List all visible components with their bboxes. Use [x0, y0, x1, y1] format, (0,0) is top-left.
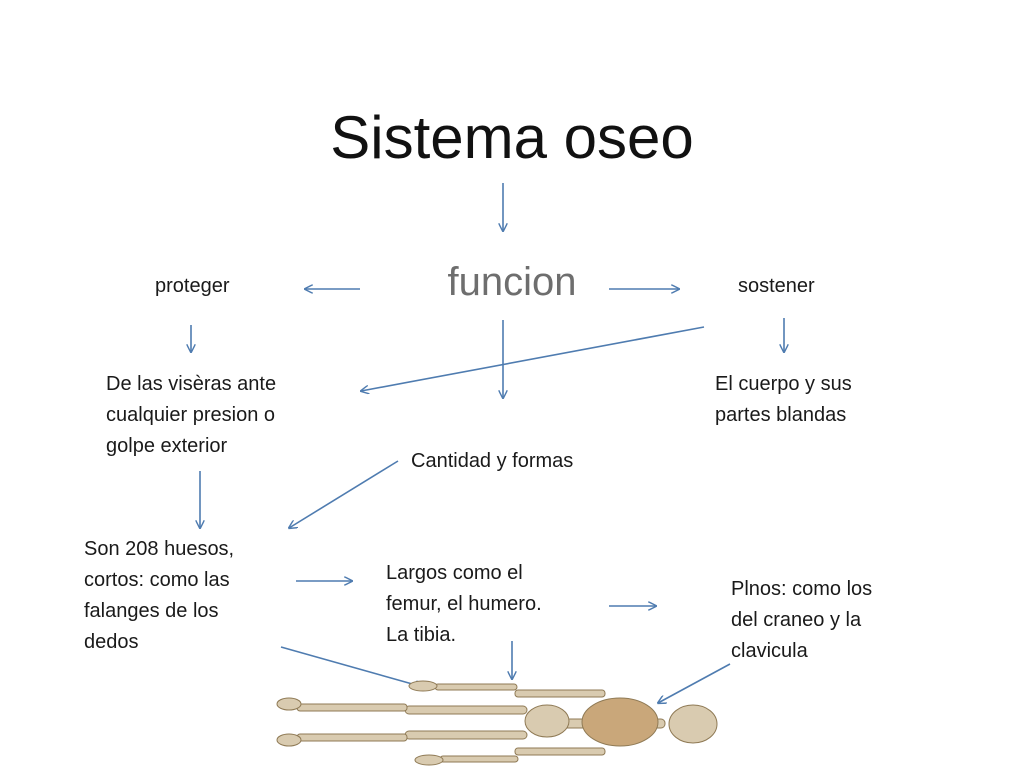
- node-largos: Largos como el femur, el humero. La tibi…: [386, 562, 542, 646]
- arrow-sostener-to-viseras: [361, 326, 705, 391]
- skeleton-upper-arm-top: [514, 689, 606, 698]
- node-cantidad: Cantidad y formas: [411, 450, 574, 472]
- skeleton-skull: [668, 704, 718, 744]
- skeleton-foot-top: [276, 697, 302, 711]
- skeleton-femur-bottom: [404, 730, 528, 740]
- skeleton-forearm-top: [434, 683, 518, 691]
- arrow-cantidad-to-huesos: [289, 460, 399, 528]
- skeleton-forearm-bottom: [439, 755, 519, 763]
- node-cuerpo: El cuerpo y sus partes blandas: [715, 373, 852, 426]
- skeleton-femur-top: [404, 705, 528, 715]
- node-planos: Plnos: como los del craneo y la clavicul…: [731, 578, 873, 662]
- skeleton-image: [276, 680, 718, 766]
- skeleton-tibia-top: [296, 703, 408, 712]
- skeleton-hand-top: [408, 680, 438, 692]
- skeleton-upper-arm-bottom: [514, 747, 606, 756]
- node-proteger: proteger: [155, 275, 230, 297]
- central-concept: funcion: [447, 260, 577, 304]
- skeleton-ribcage: [581, 697, 659, 747]
- skeleton-foot-bottom: [276, 733, 302, 747]
- skeleton-tibia-bottom: [296, 733, 408, 742]
- node-sostener: sostener: [738, 275, 815, 297]
- skeleton-pelvis: [524, 704, 570, 738]
- node-huesos: Son 208 huesos, cortos: como las falange…: [84, 538, 235, 653]
- skeleton-hand-bottom: [414, 754, 444, 766]
- slide-title: Sistema oseo: [330, 104, 694, 171]
- node-viseras: De las visèras ante cualquier presion o …: [106, 373, 277, 457]
